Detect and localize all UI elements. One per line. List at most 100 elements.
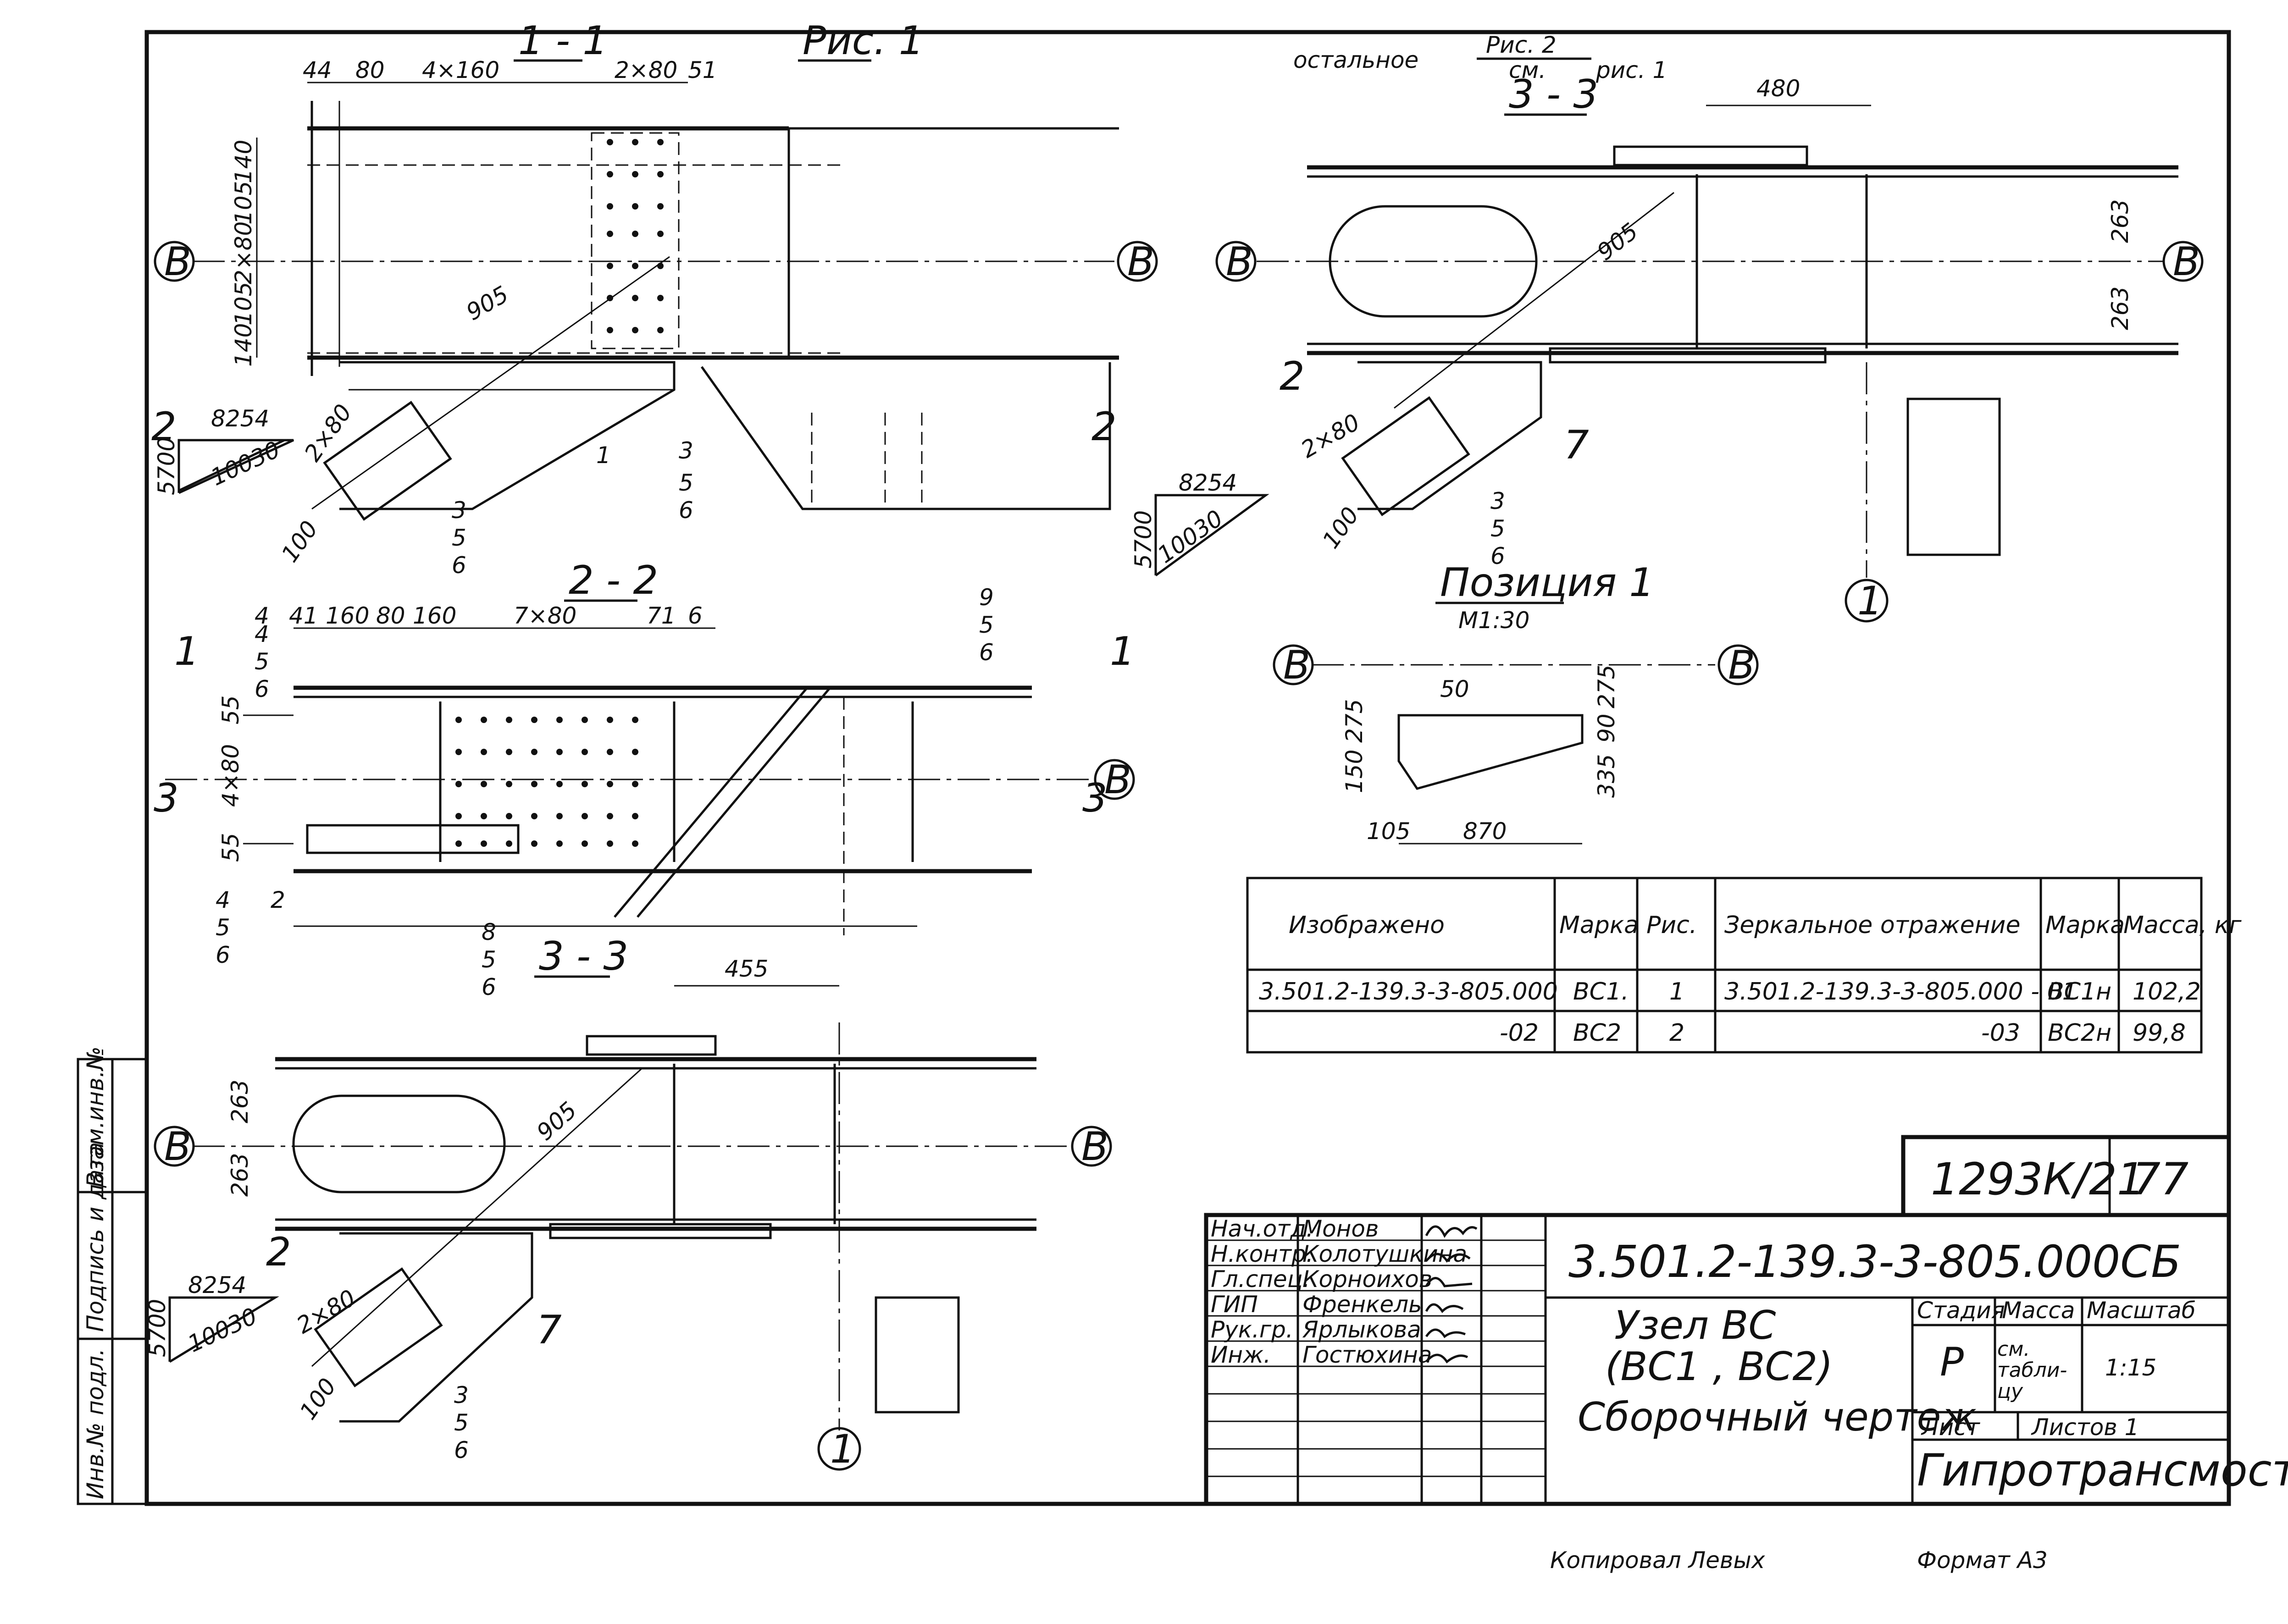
svg-text:71: 71 xyxy=(647,602,676,629)
position-1-scale: М1:30 xyxy=(1458,607,1529,634)
section-2-2: 2 - 2 4 41 160 80 160 7×80 71 6 В 55 4×8… xyxy=(154,558,1135,1000)
svg-text:6: 6 xyxy=(679,497,693,524)
svg-text:55: 55 xyxy=(217,695,244,724)
spec-cell: ВС2н xyxy=(2048,1019,2111,1047)
svg-text:2×80: 2×80 xyxy=(299,399,357,466)
svg-text:рис. 1: рис. 1 xyxy=(1596,57,1667,83)
svg-text:50: 50 xyxy=(1440,676,1469,702)
svg-text:5: 5 xyxy=(979,612,994,638)
stamp-replace-inv: Взам.инв.№ xyxy=(82,1046,109,1188)
spec-header-fig: Рис. xyxy=(1646,911,1697,939)
svg-text:105: 105 xyxy=(230,181,257,225)
footer-copied: Копировал Левых xyxy=(1550,1547,1765,1574)
svg-text:1: 1 xyxy=(1857,578,1883,624)
svg-text:2×80: 2×80 xyxy=(230,221,257,284)
svg-text:5: 5 xyxy=(216,914,230,941)
svg-text:В: В xyxy=(1283,642,1310,688)
svg-text:100: 100 xyxy=(276,516,323,567)
svg-text:см.: см. xyxy=(1509,57,1546,83)
svg-text:2: 2 xyxy=(1280,354,1305,399)
svg-text:6: 6 xyxy=(1490,543,1505,569)
svg-text:480: 480 xyxy=(1756,75,1800,102)
designation: 3.501.2-139.3-3-805.000СБ xyxy=(1568,1236,2181,1287)
section-1-1: 1 - 1 Рис. 1 44 80 4×160 2×80 51 xyxy=(151,18,1158,579)
svg-text:5: 5 xyxy=(1490,515,1505,542)
svg-text:Лист: Лист xyxy=(1921,1414,1981,1441)
svg-text:1: 1 xyxy=(174,629,199,674)
staff-name: Корноихов xyxy=(1302,1266,1432,1293)
svg-text:6: 6 xyxy=(216,942,230,968)
svg-text:6: 6 xyxy=(688,602,703,629)
svg-text:150: 150 xyxy=(1341,750,1368,793)
spec-cell: 1 xyxy=(1669,978,1684,1005)
svg-text:870: 870 xyxy=(1463,818,1507,845)
svg-text:90: 90 xyxy=(1593,713,1620,743)
side-stamp: Взам.инв.№ Подпись и дата Инв.№ подл. xyxy=(77,1046,148,1505)
svg-text:9: 9 xyxy=(979,584,994,611)
svg-text:4: 4 xyxy=(255,621,269,647)
svg-text:Масштаб: Масштаб xyxy=(2087,1297,2196,1324)
section-1-1-title: 1 - 1 xyxy=(518,18,608,64)
svg-text:7: 7 xyxy=(1564,422,1589,468)
signatures xyxy=(1425,1225,1478,1364)
svg-text:остальное: остальное xyxy=(1293,47,1418,73)
svg-text:55: 55 xyxy=(217,833,244,862)
spec-cell: 3.501.2-139.3-3-805.000 - 01 xyxy=(1724,978,2077,1005)
spec-header-mass: Масса, кг xyxy=(2123,911,2242,939)
spec-cell: -02 xyxy=(1500,1019,1539,1047)
stamp-number: 77 xyxy=(2133,1154,2188,1205)
svg-text:Масса: Масса xyxy=(2002,1297,2075,1324)
svg-text:3: 3 xyxy=(154,775,179,821)
svg-text:3: 3 xyxy=(454,1382,469,1409)
svg-text:8254: 8254 xyxy=(188,1272,246,1298)
svg-text:51: 51 xyxy=(688,57,717,83)
svg-text:100: 100 xyxy=(294,1373,341,1424)
spec-header-mark2: Марка xyxy=(2045,911,2125,939)
section-2-2-title: 2 - 2 xyxy=(569,558,658,603)
staff-role: Нач.отд. xyxy=(1211,1215,1313,1242)
svg-text:263: 263 xyxy=(2107,199,2133,243)
svg-text:5700: 5700 xyxy=(1130,510,1157,569)
spec-cell: 3.501.2-139.3-3-805.000 xyxy=(1259,978,1558,1005)
spec-header-mirror: Зеркальное отражение xyxy=(1724,911,2020,939)
position-1-detail: В В 50 275 90 275 150 335 105 870 xyxy=(1273,642,1759,845)
svg-text:В: В xyxy=(2173,239,2200,285)
svg-text:В: В xyxy=(1127,239,1154,285)
svg-text:6: 6 xyxy=(454,1437,469,1464)
section-3-3: 3 - 3 455 В В 905 2×80 100 263 263 8254 … xyxy=(144,934,1112,1472)
svg-text:4×160: 4×160 xyxy=(422,57,499,83)
svg-text:1: 1 xyxy=(1110,629,1135,674)
drawing-name-3: Сборочный чертеж xyxy=(1578,1394,1977,1440)
svg-text:160: 160 xyxy=(413,602,456,629)
svg-text:1: 1 xyxy=(830,1426,855,1472)
svg-text:В: В xyxy=(164,1124,191,1170)
svg-text:4: 4 xyxy=(216,887,230,913)
staff-role: Гл.спец. xyxy=(1211,1266,1310,1293)
spec-header-mark: Марка xyxy=(1559,911,1639,939)
svg-text:4×80: 4×80 xyxy=(217,744,244,807)
svg-text:41: 41 xyxy=(289,602,318,629)
sheet-frame xyxy=(144,30,2231,1506)
svg-text:2×80: 2×80 xyxy=(292,1284,360,1339)
svg-text:3: 3 xyxy=(1490,488,1505,514)
svg-text:В: В xyxy=(1226,239,1253,285)
svg-text:905: 905 xyxy=(462,281,513,326)
fig2-section-title: 3 - 3 xyxy=(1509,72,1598,117)
svg-text:2: 2 xyxy=(151,404,177,450)
staff-name: Колотушкина xyxy=(1302,1241,1467,1267)
svg-text:105: 105 xyxy=(230,282,257,326)
spec-cell: 99,8 xyxy=(2133,1019,2186,1047)
staff-name: Гостюхина xyxy=(1302,1342,1432,1368)
spec-header-shown: Изображено xyxy=(1289,911,1445,939)
staff-role: Инж. xyxy=(1211,1342,1271,1368)
svg-text:263: 263 xyxy=(227,1153,253,1197)
staff-name: Монов xyxy=(1302,1215,1379,1242)
svg-text:В: В xyxy=(1081,1124,1108,1170)
staff-role: Рук.гр. xyxy=(1211,1316,1293,1343)
svg-text:455: 455 xyxy=(725,956,768,982)
svg-text:10030: 10030 xyxy=(207,436,284,491)
mass-value: см. табли- цу xyxy=(1997,1339,2067,1403)
staff-name: Ярлыкова xyxy=(1302,1316,1421,1343)
drawing-name-1: Узел ВС xyxy=(1614,1303,1776,1348)
